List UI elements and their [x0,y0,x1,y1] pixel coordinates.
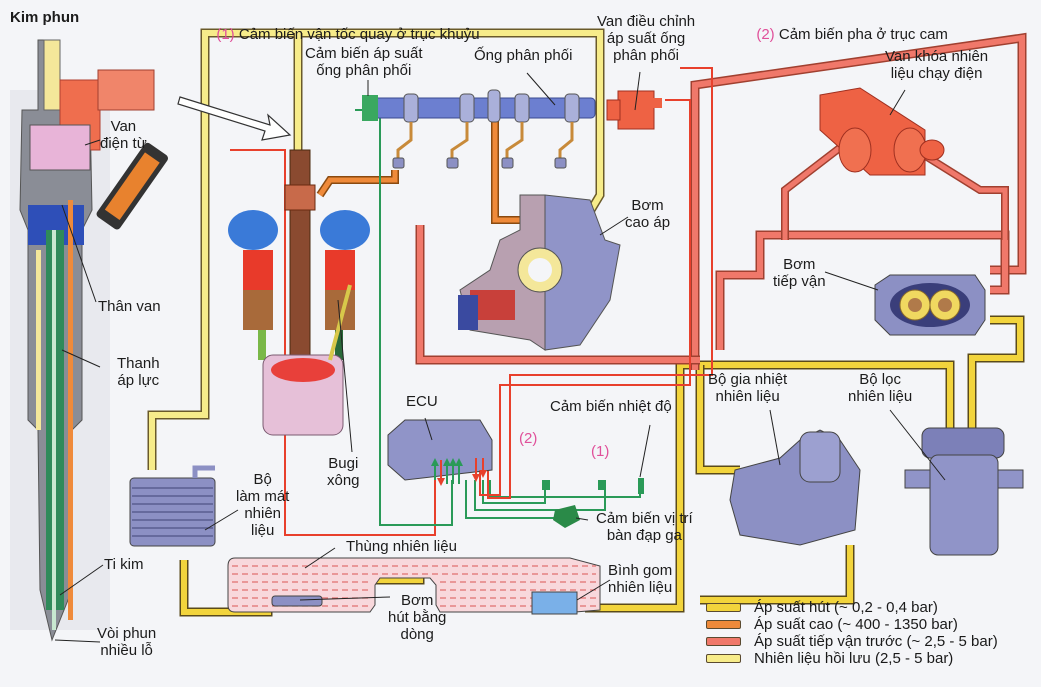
label-temp-sensor: Cảm biến nhiệt độ [550,398,672,415]
fuel-heater [729,429,861,546]
legend-item-suction: Áp suất hút (~ 0,2 - 0,4 bar) [706,599,998,616]
label-fuel-heater: Bộ gia nhiệt nhiên liệu [708,371,788,405]
fuel-tank [227,557,601,615]
fuel-cooler [129,465,216,547]
cam-sensor-heading: (2) Cảm biến pha ở trục cam [748,9,948,43]
label-multi-hole-nozzle: Vòi phun nhiều lỗ [97,625,157,659]
legend-label: Áp suất cao (~ 400 - 1350 bar) [754,616,958,633]
label-fuel-tank: Thùng nhiên liệu [346,538,457,555]
crank-sensor-heading: (1) Cảm biến vận tốc quay ở trục khuỷu [208,9,480,43]
crank-sensor-text: Cảm biến vận tốc quay ở trục khuỷu [234,26,480,43]
injector-connector [96,142,168,230]
crank-sensor [598,480,606,490]
label-rail: Ống phân phối [474,47,573,64]
legend-item-return: Nhiên liệu hồi lưu (2,5 - 5 bar) [706,650,998,667]
marker-crank-sensor: (1) [591,443,610,460]
cam-sensor-text: Cảm biến pha ở trục cam [774,26,948,43]
feed-pump [874,274,986,336]
label-pedal-sensor: Cảm biến vị trí bàn đạp ga [596,510,693,544]
small-sensors [542,478,644,528]
label-ecu: ECU [406,393,438,410]
pedal-sensor [553,505,580,528]
label-solenoid-valve: Van điện từ [100,118,147,152]
injector-cutaway [10,39,168,642]
injector-title: Kim phun [10,9,80,26]
fuel-lines [147,28,1027,617]
legend-label: Nhiên liệu hồi lưu (2,5 - 5 bar) [754,650,954,667]
legend-swatch [706,620,741,629]
label-valve-body: Thân van [98,298,161,315]
pointer-arrow [177,96,292,141]
jet-pump-body [271,595,323,607]
label-glow-plug: Bugi xông [327,455,360,489]
label-pressure-rod: Thanh áp lực [117,355,160,389]
legend-swatch [706,654,741,663]
label-rail-pressure-valve: Van điều chỉnh áp suất ống phân phối [597,13,696,64]
crank-sensor-number: (1) [216,26,235,43]
legend-swatch [706,603,741,612]
label-fuel-collector: Bình gom nhiên liệu [608,562,673,596]
fuel-filter [904,427,1024,556]
cam-sensor-number: (2) [756,26,775,43]
label-feed-pump: Bơm tiếp vận [773,256,826,290]
legend: Áp suất hút (~ 0,2 - 0,4 bar) Áp suất ca… [706,599,998,667]
leader-lines [54,71,946,643]
legend-item-high-pressure: Áp suất cao (~ 400 - 1350 bar) [706,616,998,633]
cam-sensor [542,480,550,490]
ecu-signal-arrows [431,458,487,486]
legend-swatch [706,637,741,646]
label-needle: Ti kim [104,556,144,573]
temp-sensor [638,478,644,494]
fuel-collector [531,591,578,615]
label-jet-pump: Bơm hút bằng dòng [388,592,447,643]
high-pressure-pump [458,194,621,351]
legend-label: Áp suất hút (~ 0,2 - 0,4 bar) [754,599,938,616]
ecu-unit [387,419,493,481]
rail-pressure-valve [606,90,662,130]
common-rail [362,89,596,169]
label-fuel-cooler: Bộ làm mát nhiên liệu [236,471,290,539]
legend-label: Áp suất tiếp vận trước (~ 2,5 - 5 bar) [754,633,998,650]
marker-cam-sensor: (2) [519,430,538,447]
label-rail-pressure-sensor: Cảm biến áp suất ống phân phối [305,45,423,79]
label-fuel-shutoff-valve: Van khóa nhiên liệu chạy điện [885,48,989,82]
label-fuel-filter: Bộ lọc nhiên liệu [848,371,913,405]
fuel-shutoff-valve [819,87,945,176]
label-high-pressure-pump: Bơm cao áp [625,197,671,231]
engine-cylinder-head [228,149,370,436]
legend-item-prefeed: Áp suất tiếp vận trước (~ 2,5 - 5 bar) [706,633,998,650]
